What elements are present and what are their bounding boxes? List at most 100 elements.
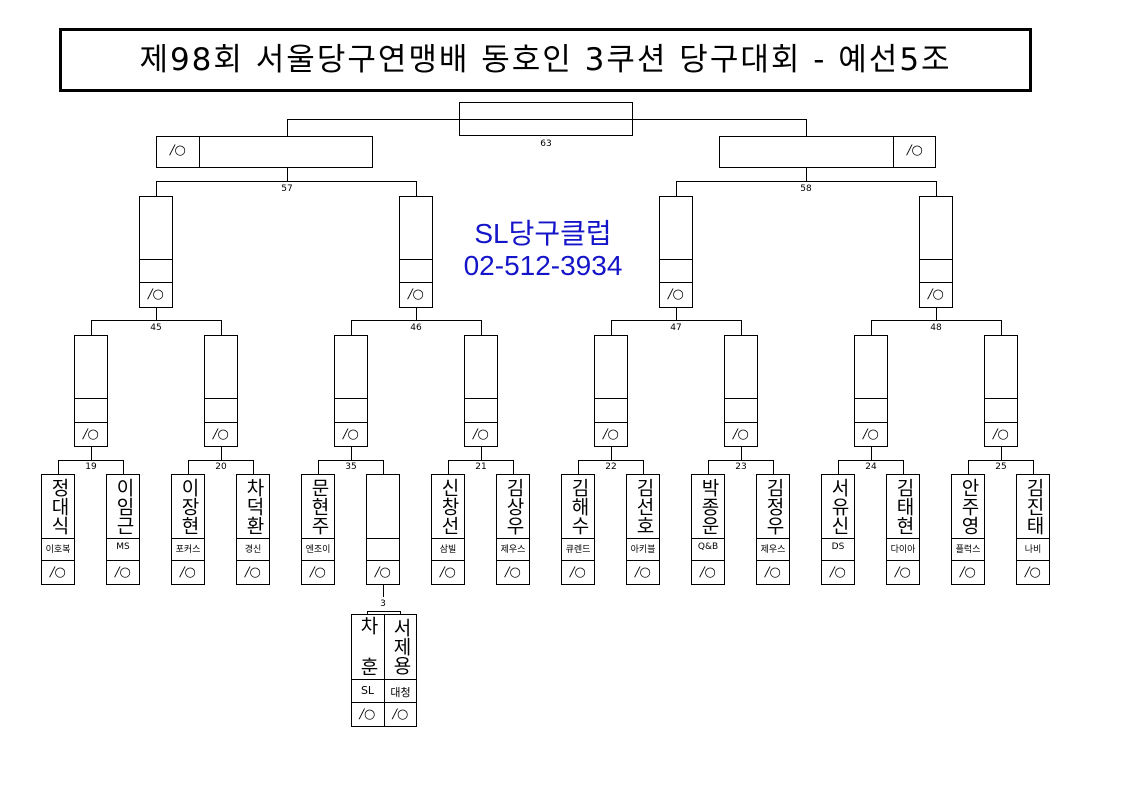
match-number: 24 <box>865 462 877 472</box>
bracket-line <box>383 460 384 474</box>
bracket-line <box>287 119 288 136</box>
prelim-player-club: SL <box>360 684 375 697</box>
player-box <box>431 474 465 585</box>
player-name: 김진태 <box>1023 477 1045 535</box>
semifinal-box-right <box>719 136 936 168</box>
quarterfinal-box <box>139 196 173 308</box>
bracket-line <box>171 560 205 561</box>
player-box <box>171 474 205 585</box>
round2-box <box>724 335 758 447</box>
prelim-player-name: 서제용 <box>390 617 412 675</box>
player-name: 차덕환 <box>243 477 265 535</box>
player-box <box>951 474 985 585</box>
player-box <box>886 474 920 585</box>
bracket-line <box>287 168 288 181</box>
bracket-line <box>448 460 449 474</box>
match-number: 22 <box>605 462 617 472</box>
score-mark: /○ <box>245 565 261 580</box>
bracket-line <box>611 320 612 335</box>
bracket-line <box>74 422 108 423</box>
bracket-line <box>756 560 790 561</box>
bracket-line <box>919 282 953 283</box>
bracket-line <box>464 422 498 423</box>
player-name <box>369 474 397 538</box>
bracket-line <box>724 422 758 423</box>
bracket-line <box>431 560 465 561</box>
score-mark: /○ <box>473 427 489 442</box>
score-mark: /○ <box>907 143 923 158</box>
bracket-line <box>691 538 725 539</box>
player-name: 박종운 <box>698 477 720 535</box>
bracket-line <box>496 538 530 539</box>
bracket-line <box>936 181 937 196</box>
bracket-line <box>626 560 660 561</box>
bracket-line <box>106 560 140 561</box>
bracket-line <box>513 460 514 474</box>
bracket-line <box>399 282 433 283</box>
bracket-line <box>594 398 628 399</box>
bracket-line <box>383 585 384 597</box>
player-name: 김상우 <box>503 477 525 535</box>
prelim-player-name: 차 훈 <box>357 616 379 676</box>
bracket-line <box>951 560 985 561</box>
page-title: 제98회 서울당구연맹배 동호인 3쿠션 당구대회 - 예선5조 <box>139 42 952 78</box>
score-mark: /○ <box>50 565 66 580</box>
match-number: 57 <box>281 184 293 194</box>
score-mark: /○ <box>928 287 944 302</box>
player-club: 나비 <box>1024 545 1042 555</box>
bracket-line <box>893 136 894 168</box>
player-name: 김정우 <box>763 477 785 535</box>
bracket-line <box>366 560 400 561</box>
bracket-line <box>659 259 693 260</box>
score-mark: /○ <box>115 565 131 580</box>
sponsor-name: SL당구클럽 <box>474 218 612 249</box>
bracket-line <box>676 181 936 182</box>
quarterfinal-box <box>399 196 433 308</box>
score-mark: /○ <box>765 565 781 580</box>
bracket-line <box>708 460 709 474</box>
player-name: 이장현 <box>178 477 200 535</box>
round2-box <box>854 335 888 447</box>
player-box <box>236 474 270 585</box>
player-box <box>41 474 75 585</box>
bracket-line <box>253 460 254 474</box>
round2-box <box>984 335 1018 447</box>
bracket-line <box>199 136 200 168</box>
player-club: 이호복 <box>45 545 71 555</box>
match-number: 58 <box>800 184 812 194</box>
bracket-line <box>58 460 123 461</box>
player-box <box>821 474 855 585</box>
bracket-line <box>886 538 920 539</box>
player-box <box>561 474 595 585</box>
bracket-line <box>871 320 1001 321</box>
bracket-line <box>351 679 417 680</box>
bracket-line <box>821 560 855 561</box>
bracket-line <box>41 538 75 539</box>
bracket-line <box>318 460 383 461</box>
player-box <box>626 474 660 585</box>
round2-box <box>464 335 498 447</box>
bracket-line <box>204 422 238 423</box>
bracket-line <box>561 538 595 539</box>
sponsor-phone: 02-512-3934 <box>463 250 623 281</box>
match-number: 35 <box>345 462 357 472</box>
player-name: 문현주 <box>308 477 330 535</box>
player-club: 삼빌 <box>439 545 457 555</box>
bracket-line <box>741 320 742 335</box>
semifinal-box-left <box>156 136 373 168</box>
bracket-line <box>1016 538 1050 539</box>
bracket-line <box>236 538 270 539</box>
bracket-line <box>236 560 270 561</box>
bracket-line <box>41 560 75 561</box>
player-name: 김선호 <box>633 477 655 535</box>
bracket-line <box>968 460 1033 461</box>
bracket-line <box>351 320 481 321</box>
bracket-line <box>301 538 335 539</box>
score-mark: /○ <box>392 707 409 722</box>
bracket-line <box>578 460 643 461</box>
bracket-line <box>561 560 595 561</box>
player-box <box>756 474 790 585</box>
bracket-line <box>91 320 92 335</box>
score-mark: /○ <box>993 427 1009 442</box>
